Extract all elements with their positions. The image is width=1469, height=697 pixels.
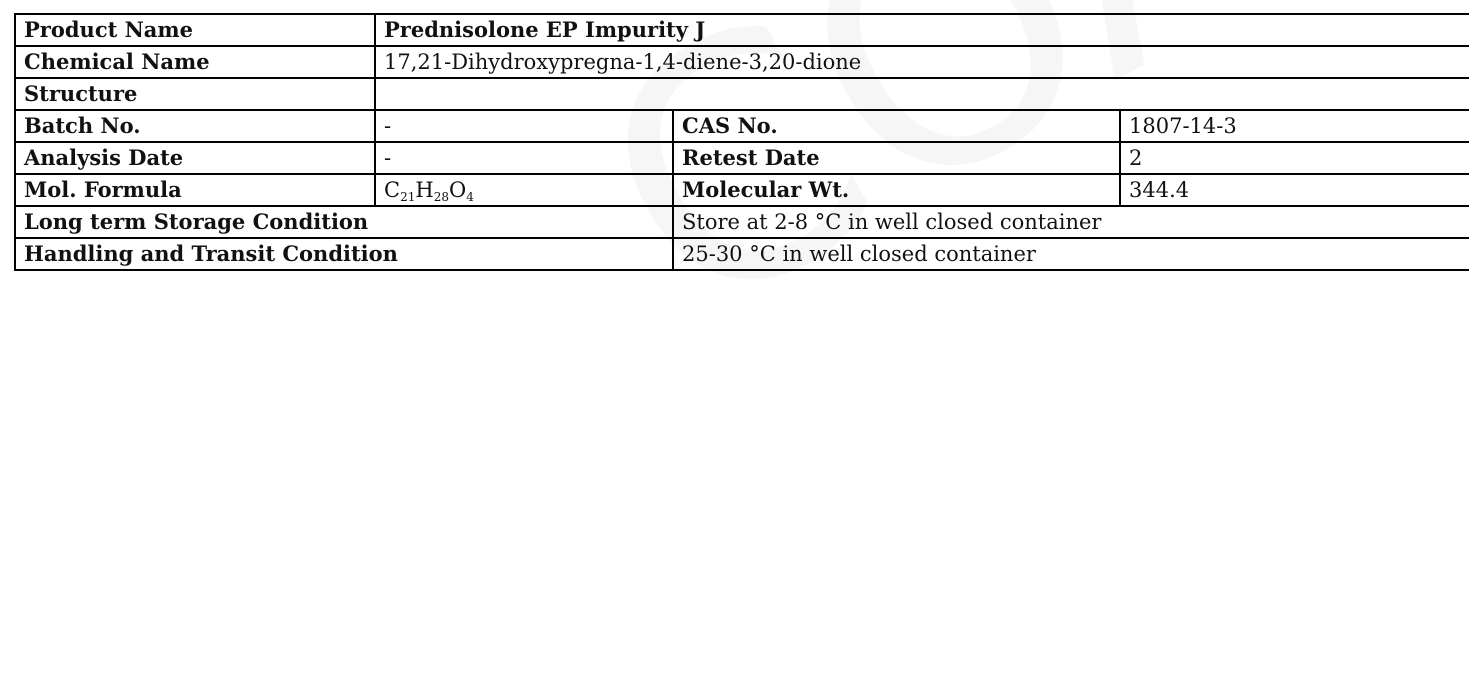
retest-date-label: Retest Date (672, 141, 1121, 175)
handling-label: Handling and Transit Condition (14, 237, 674, 271)
cas-no-label: CAS No. (672, 109, 1121, 143)
analysis-date-label: Analysis Date (14, 141, 376, 175)
handling-value: 25-30 °C in well closed container (671, 237, 1469, 271)
mol-formula-label: Mol. Formula (14, 173, 376, 207)
row-handling: Handling and Transit Condition 25-30 °C … (14, 237, 1469, 271)
formula-c: C (384, 178, 401, 202)
row-formula: Mol. Formula C21H28O4 Molecular Wt. 344.… (14, 173, 1469, 207)
formula-o: O (448, 178, 467, 202)
retest-date-value: 2 (1118, 141, 1469, 175)
product-name-label: Product Name (14, 13, 376, 47)
formula-h: H (415, 178, 434, 202)
row-chemical-name: Chemical Name 17,21-Dihydroxypregna-1,4-… (14, 45, 1469, 79)
molecular-weight-label: Molecular Wt. (672, 173, 1121, 207)
chemical-name-value: 17,21-Dihydroxypregna-1,4-diene-3,20-dio… (373, 45, 1469, 79)
formula-c-count: 21 (400, 190, 416, 204)
formula-h-count: 28 (433, 190, 449, 204)
row-dates: Analysis Date - Retest Date 2 (14, 141, 1469, 175)
batch-no-value: - (374, 109, 674, 143)
row-structure: Structure (14, 77, 1469, 111)
row-product-name: Product Name Prednisolone EP Impurity J (14, 13, 1469, 47)
molecular-weight-value: 344.4 (1118, 173, 1469, 207)
cas-no-value: 1807-14-3 (1118, 109, 1469, 143)
structure-cell: O HO O OH H H H (373, 77, 1469, 111)
structure-label: Structure (14, 77, 376, 111)
coa-table: Product Name Prednisolone EP Impurity J … (14, 13, 1469, 271)
chemical-name-label: Chemical Name (14, 45, 376, 79)
product-name-value: Prednisolone EP Impurity J (373, 13, 1469, 47)
storage-label: Long term Storage Condition (14, 205, 674, 239)
storage-value: Store at 2-8 °C in well closed container (671, 205, 1469, 239)
analysis-date-value: - (374, 141, 674, 175)
batch-no-label: Batch No. (14, 109, 376, 143)
formula-o-count: 4 (466, 190, 474, 204)
row-batch: Batch No. - CAS No. 1807-14-3 (14, 109, 1469, 143)
row-storage: Long term Storage Condition Store at 2-8… (14, 205, 1469, 239)
mol-formula-value: C21H28O4 (374, 173, 674, 207)
